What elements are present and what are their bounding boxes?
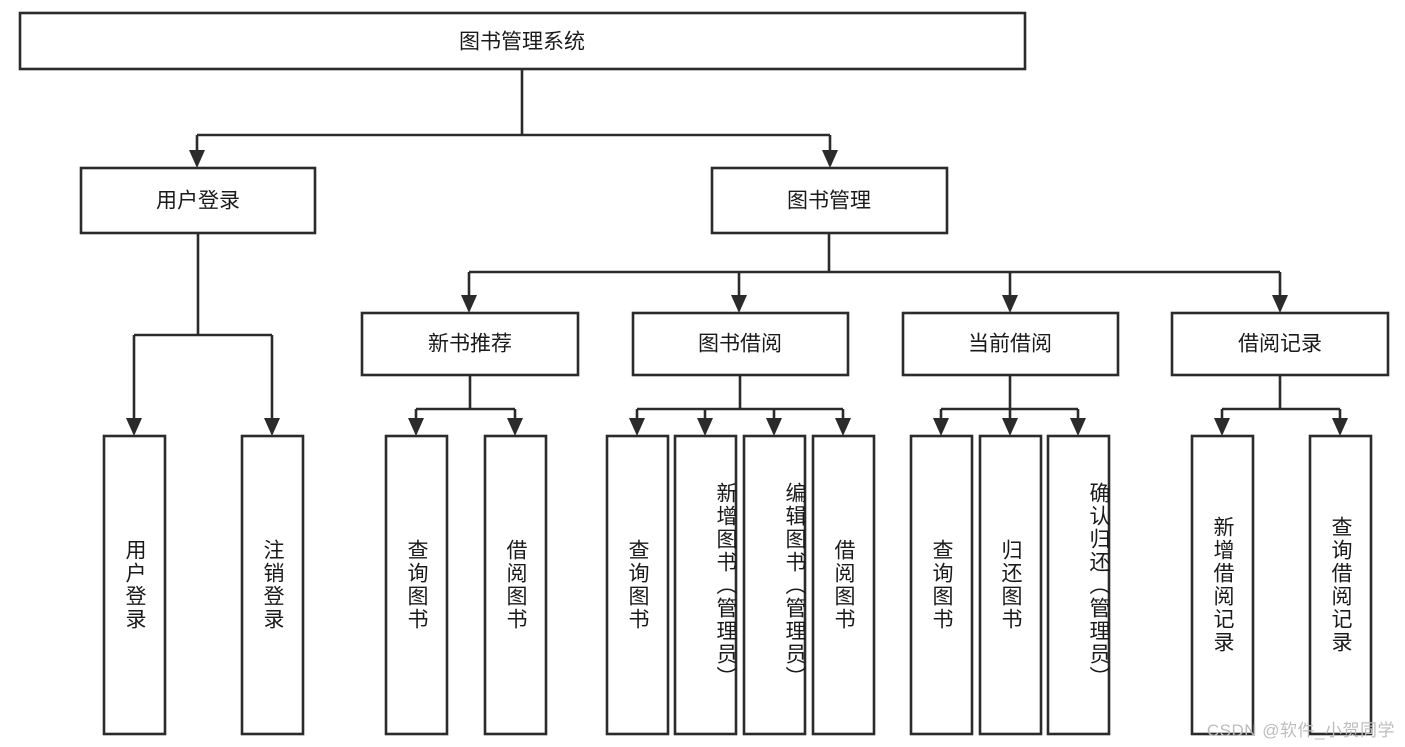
leaf-box-query-book-3[interactable] — [909, 434, 974, 736]
connector-current-borrow-to-leaves — [933, 375, 1086, 436]
arrow-head-book-borrow — [731, 295, 747, 313]
arrow-head-book-manage — [822, 150, 838, 168]
leaf-box-add-book[interactable] — [673, 434, 738, 736]
connector-root-to-level1 — [189, 69, 838, 168]
connector-book-manage-to-level2 — [461, 233, 1288, 313]
node-book-manage[interactable]: 图书管理 — [710, 166, 949, 235]
node-user-login[interactable]: 用户登录 — [79, 166, 317, 235]
node-root[interactable]: 图书管理系统 — [18, 11, 1027, 71]
arrow-head-leaf-query-record — [1332, 418, 1348, 436]
arrow-head-leaf-user-login — [126, 418, 142, 436]
leaf-box-return-book[interactable] — [978, 434, 1043, 736]
leaf-box-query-book-2[interactable] — [605, 434, 670, 736]
arrow-head-new-book-rec — [461, 295, 477, 313]
leaf-box-borrow-book-2[interactable] — [811, 434, 876, 736]
node-book-borrow-label: 图书借阅 — [698, 333, 782, 356]
node-current-borrow-box[interactable] — [901, 311, 1120, 377]
connector-book-borrow-to-leaves — [629, 375, 851, 436]
arrow-head-leaf-return-book — [1002, 418, 1018, 436]
leaf-box-query-record[interactable] — [1308, 434, 1373, 736]
node-current-borrow[interactable]: 当前借阅 — [901, 311, 1120, 377]
arrow-head-leaf-query-book-3 — [933, 418, 949, 436]
arrow-head-leaf-confirm-return — [1070, 418, 1086, 436]
node-user-login-label: 用户登录 — [156, 190, 240, 213]
node-book-manage-box[interactable] — [710, 166, 949, 235]
node-borrow-record-box[interactable] — [1170, 311, 1390, 377]
node-book-manage-label: 图书管理 — [787, 190, 871, 213]
node-new-book-rec-box[interactable] — [360, 311, 580, 377]
connector-user-login-to-leaves — [126, 233, 280, 436]
leaf-box-confirm-return[interactable] — [1046, 434, 1111, 736]
arrow-head-borrow-record — [1272, 295, 1288, 313]
arrow-head-leaf-add-book — [697, 418, 713, 436]
leaf-box-user-logout[interactable] — [240, 434, 305, 736]
node-book-borrow[interactable]: 图书借阅 — [631, 311, 850, 377]
arrow-head-current-borrow — [1002, 295, 1018, 313]
node-root-box[interactable] — [18, 11, 1027, 71]
watermark-text: CSDN @软件_小贺同学 — [1206, 721, 1395, 740]
arrow-head-leaf-user-logout — [264, 418, 280, 436]
node-root-label: 图书管理系统 — [459, 31, 585, 54]
leaf-box-edit-book[interactable] — [742, 434, 807, 736]
node-borrow-record[interactable]: 借阅记录 — [1170, 311, 1390, 377]
node-book-borrow-box[interactable] — [631, 311, 850, 377]
arrow-head-leaf-borrow-book-1 — [507, 418, 523, 436]
node-new-book-rec-label: 新书推荐 — [428, 333, 512, 356]
leaf-box-borrow-book-1[interactable] — [483, 434, 548, 736]
arrow-head-leaf-query-book-2 — [629, 418, 645, 436]
node-borrow-record-label: 借阅记录 — [1238, 333, 1322, 356]
node-new-book-rec[interactable]: 新书推荐 — [360, 311, 580, 377]
arrow-head-leaf-borrow-book-2 — [835, 418, 851, 436]
node-current-borrow-label: 当前借阅 — [968, 333, 1052, 356]
connector-new-book-rec-to-leaves — [408, 375, 523, 436]
leaf-box-user-login[interactable] — [102, 434, 167, 736]
arrow-head-leaf-add-record — [1214, 418, 1230, 436]
leaf-box-query-book-1[interactable] — [384, 434, 449, 736]
arrow-head-user-login — [189, 150, 205, 168]
connector-borrow-record-to-leaves — [1214, 375, 1348, 436]
arrow-head-leaf-query-book-1 — [408, 418, 424, 436]
arrow-head-leaf-edit-book — [766, 418, 782, 436]
leaf-box-add-record[interactable] — [1190, 434, 1255, 736]
